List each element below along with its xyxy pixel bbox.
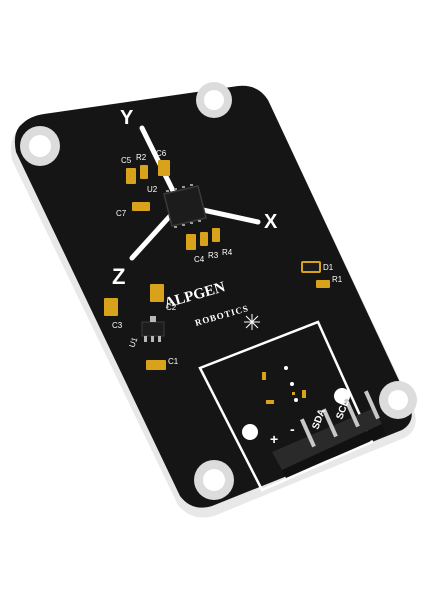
capacitor-c2 xyxy=(150,284,164,302)
label-d1: D1 xyxy=(323,263,334,272)
pin-label-plus: + xyxy=(270,431,278,447)
connector-outline xyxy=(198,320,374,492)
led-d1 xyxy=(301,261,321,273)
label-u2: U2 xyxy=(147,185,158,194)
resistor-r4 xyxy=(212,228,220,242)
mounting-hole-bottom-right xyxy=(379,381,417,419)
star-logo-icon xyxy=(244,314,260,330)
resistor-r1 xyxy=(316,280,330,288)
capacitor-c7 xyxy=(132,202,150,211)
capacitor-c1 xyxy=(146,360,166,370)
label-r3: R3 xyxy=(208,251,219,260)
mounting-hole-bottom-left xyxy=(194,460,234,500)
label-c3: C3 xyxy=(112,321,123,330)
label-r4: R4 xyxy=(222,248,233,257)
capacitor-c4 xyxy=(186,234,196,250)
pcb-board xyxy=(14,85,412,508)
label-c7: C7 xyxy=(116,209,127,218)
axis-label-x: X xyxy=(264,211,278,233)
sensor-chip-u2 xyxy=(163,184,207,228)
label-r2: R2 xyxy=(136,153,147,162)
pin-label-minus: - xyxy=(290,421,295,437)
label-c2: C2 xyxy=(166,303,177,312)
label-c6: C6 xyxy=(156,149,167,158)
mounting-hole-top-left xyxy=(20,126,60,166)
label-c4: C4 xyxy=(194,255,205,264)
label-c5: C5 xyxy=(121,156,132,165)
mounting-hole-top-right xyxy=(196,82,232,118)
label-u1: U1 xyxy=(127,335,139,348)
resistor-r3 xyxy=(200,232,208,246)
axis-label-z: Z xyxy=(112,264,125,289)
connector-pads xyxy=(262,372,306,404)
label-c1: C1 xyxy=(168,357,179,366)
capacitor-c6 xyxy=(158,160,170,176)
capacitor-c5 xyxy=(126,168,136,184)
capacitor-c3 xyxy=(104,298,118,316)
axis-label-y: Y xyxy=(120,107,134,129)
header-connector xyxy=(272,390,386,478)
resistor-r2 xyxy=(140,165,148,179)
regulator-u1 xyxy=(141,316,165,342)
label-r1: R1 xyxy=(332,275,343,284)
